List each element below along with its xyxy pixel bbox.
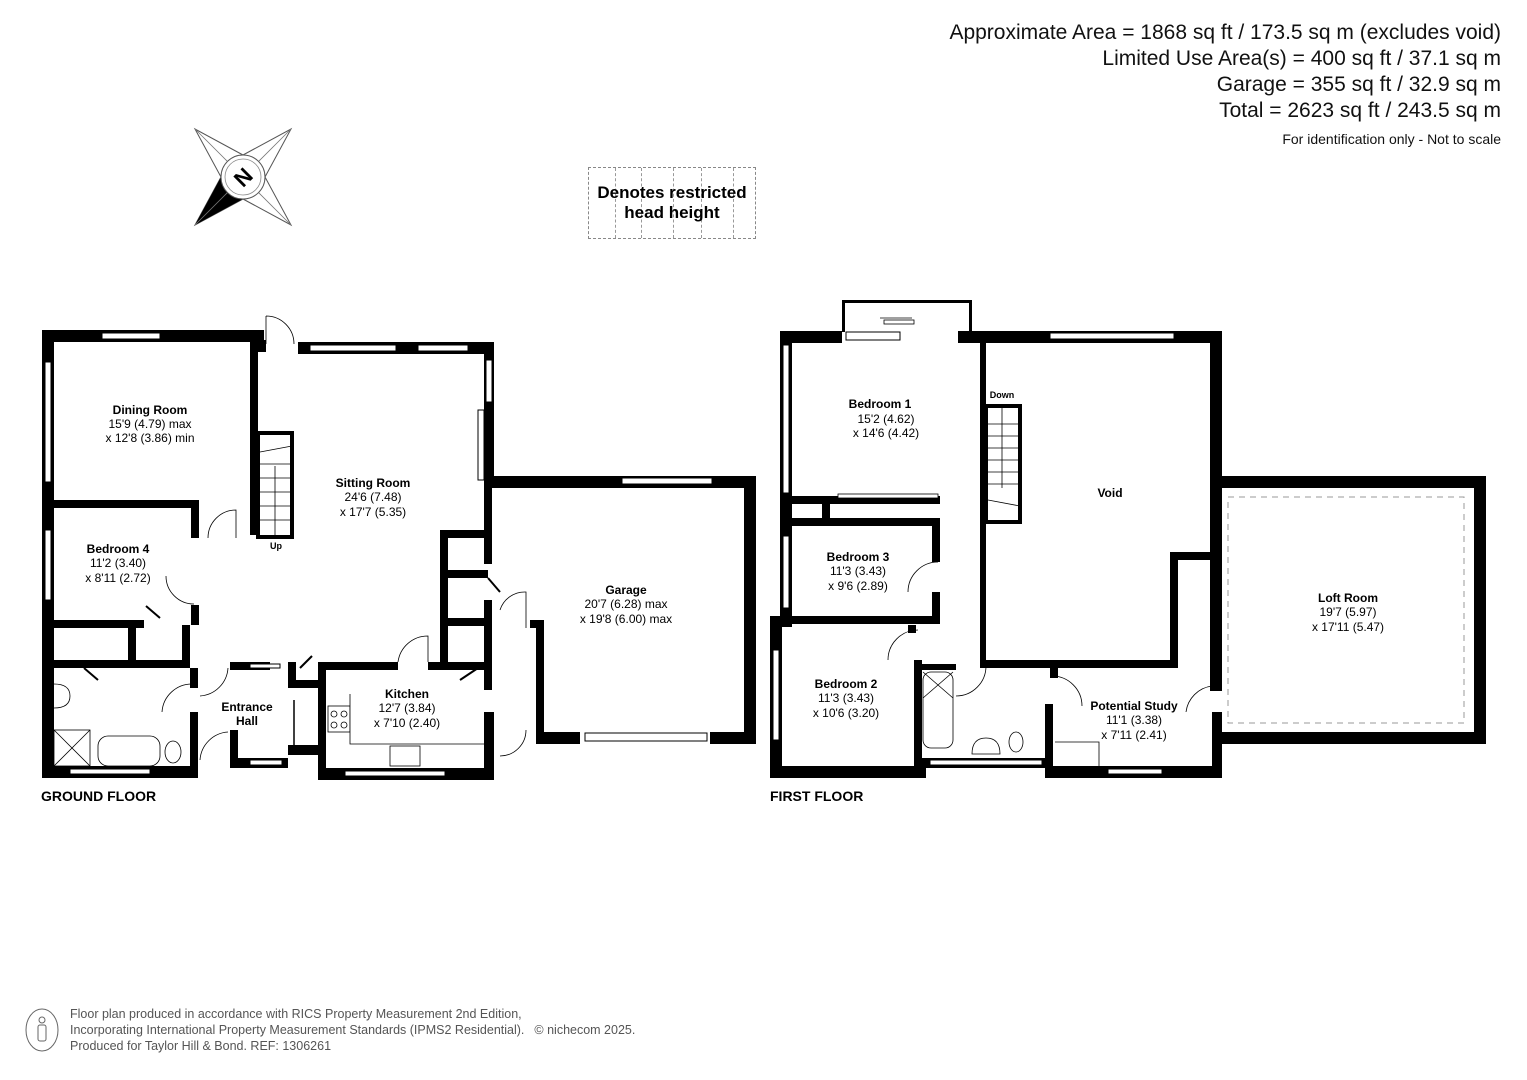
bedroom-1-dim2: x 14'6 (4.42) (853, 426, 919, 440)
approximate-area: Approximate Area = 1868 sq ft / 173.5 sq… (949, 21, 1501, 44)
kitchen-name: Kitchen (385, 687, 429, 701)
kitchen-dim1: 12'7 (3.84) (379, 701, 436, 715)
dining-room-name: Dining Room (113, 403, 188, 417)
kitchen-sink-icon (389, 745, 421, 767)
limited-use-area: Limited Use Area(s) = 400 sq ft / 37.1 s… (1102, 47, 1501, 70)
sitting-room-dim1: 24'6 (7.48) (345, 490, 402, 504)
first-floor-label: FIRST FLOOR (770, 788, 864, 804)
sink-icon (53, 683, 71, 709)
footer-line-3: Produced for Taylor Hill & Bond. REF: 13… (70, 1039, 332, 1053)
bedroom-2-dim1: 11'3 (3.43) (818, 691, 874, 705)
entrance-hall-name2: Hall (236, 714, 258, 728)
bedroom-1-name: Bedroom 1 (849, 397, 912, 411)
area-summary: Approximate Area = 1868 sq ft / 173.5 sq… (949, 20, 1501, 148)
bath-icon (922, 671, 954, 749)
scale-disclaimer: For identification only - Not to scale (1282, 131, 1501, 147)
sitting-room-name: Sitting Room (336, 476, 411, 490)
storage-unit (1055, 741, 1100, 766)
sitting-room-dim2: x 17'7 (5.35) (340, 505, 406, 519)
toilet-icon (1008, 731, 1024, 753)
bedroom-4-dim2: x 8'11 (2.72) (85, 571, 150, 585)
hob-icon (327, 705, 351, 733)
bedroom-4-dim1: 11'2 (3.40) (90, 556, 146, 570)
bedroom-3-name: Bedroom 3 (827, 550, 890, 564)
first-floor-walls (770, 300, 1486, 778)
potential-study-dim1: 11'1 (3.38) (1106, 713, 1162, 727)
person-measure-icon (25, 1008, 59, 1052)
garage-dim1: 20'7 (6.28) max (585, 597, 668, 611)
footer: Floor plan produced in accordance with R… (24, 1006, 635, 1054)
void-name: Void (1097, 486, 1122, 500)
garage-area: Garage = 355 sq ft / 32.9 sq m (1216, 73, 1501, 96)
loft-room-dim1: 19'7 (5.97) (1320, 605, 1377, 619)
first-floor-doors (837, 317, 1213, 713)
bedroom-2-dim2: x 10'6 (3.20) (813, 706, 879, 720)
legend-line-1: Denotes restricted (597, 183, 747, 202)
kitchen-dim2: x 7'10 (2.40) (374, 716, 440, 730)
legend-line-2: head height (624, 203, 720, 222)
ground-floor-doors (83, 315, 527, 761)
compass-north-icon: N (193, 127, 293, 227)
total-area: Total = 2623 sq ft / 243.5 sq m (1219, 99, 1501, 122)
ground-floor-label: GROUND FLOOR (41, 788, 157, 804)
entrance-hall-name1: Entrance (221, 700, 273, 714)
toilet-icon (164, 740, 182, 764)
stairs-down-label: Down (990, 390, 1015, 400)
loft-room-dim2: x 17'11 (5.47) (1312, 620, 1384, 634)
footer-line-2: Incorporating International Property Mea… (70, 1023, 525, 1037)
potential-study-dim2: x 7'11 (2.41) (1101, 728, 1166, 742)
first-floor-labels: Bedroom 1 15'2 (4.62) x 14'6 (4.42) Bedr… (813, 397, 1384, 742)
bedroom-2-name: Bedroom 2 (815, 677, 878, 691)
garage-name: Garage (605, 583, 647, 597)
bedroom-1-dim1: 15'2 (4.62) (858, 412, 915, 426)
ground-floor-walls (42, 330, 756, 780)
first-floor-fixtures (922, 671, 1100, 766)
copyright: © nichecom 2025. (534, 1023, 636, 1037)
dining-room-dim1: 15'9 (4.79) max (109, 417, 192, 431)
potential-study-name: Potential Study (1090, 699, 1178, 713)
first-floor-stairs (984, 404, 1022, 524)
ground-floor-stairs (256, 431, 294, 539)
ground-floor-fixtures (53, 683, 484, 767)
stairs-up-label: Up (270, 541, 282, 551)
footer-line-1: Floor plan produced in accordance with R… (70, 1007, 522, 1021)
bedroom-3-dim1: 11'3 (3.43) (830, 564, 886, 578)
restricted-height-legend: Denotes restricted head height (588, 167, 756, 239)
basin-icon (971, 737, 1001, 755)
bath-icon (97, 735, 161, 767)
garage-dim2: x 19'8 (6.00) max (580, 612, 672, 626)
dining-room-dim2: x 12'8 (3.86) min (106, 431, 195, 445)
bedroom-4-name: Bedroom 4 (87, 542, 150, 556)
bedroom-3-dim2: x 9'6 (2.89) (828, 579, 888, 593)
loft-room-name: Loft Room (1318, 591, 1378, 605)
ground-floor-labels: Dining Room 15'9 (4.79) max x 12'8 (3.86… (85, 403, 672, 730)
